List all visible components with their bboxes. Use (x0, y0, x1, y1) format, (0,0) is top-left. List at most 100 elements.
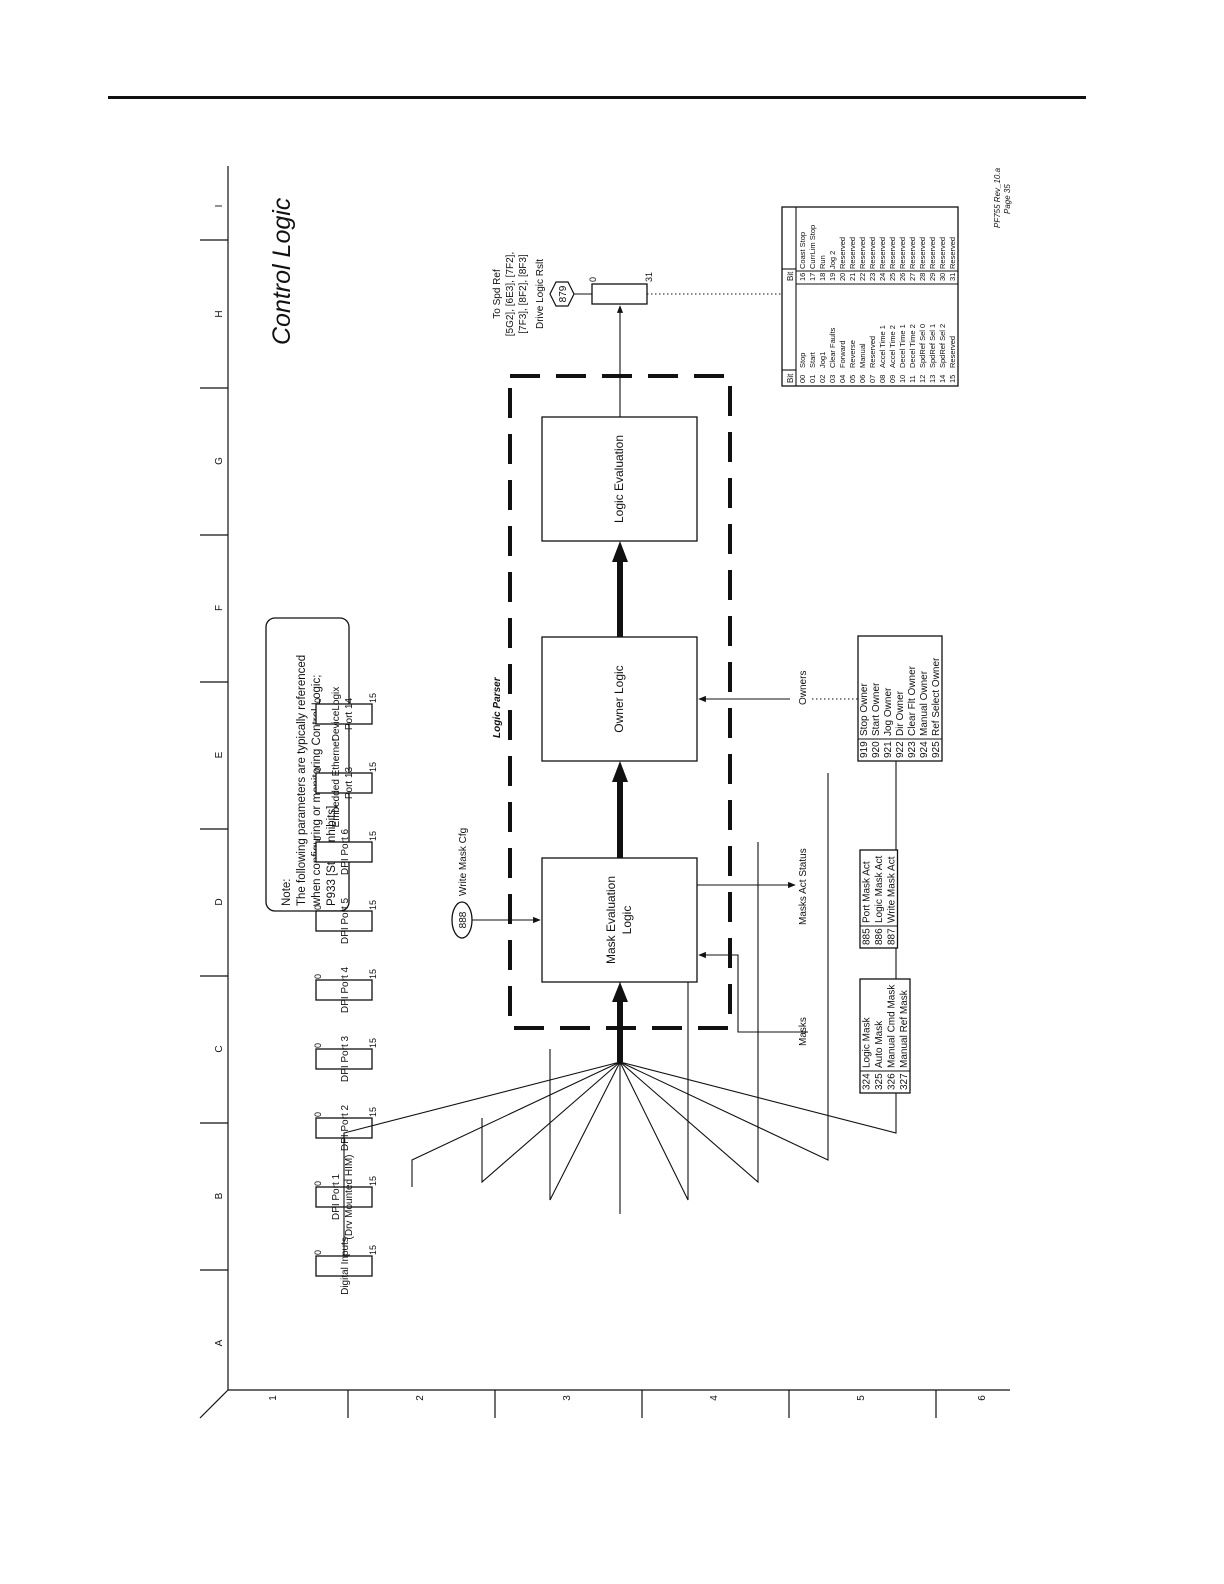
bit-row-num: 00 (798, 375, 807, 383)
owner-logic-block: Owner Logic (541, 636, 698, 762)
bit-row-num: 07 (868, 375, 877, 383)
masks_act_status-param-num: 887 (887, 928, 898, 945)
bit-row-num: 20 (838, 273, 847, 281)
mask-evaluation-block: Mask Evaluation Logic (541, 857, 698, 983)
input-label-line-1: (Drv Mounted HIM) (344, 1154, 355, 1239)
bit-row-num: 26 (898, 273, 907, 281)
owners-param-name: Dir Owner (895, 690, 906, 736)
bit-row-num: 25 (888, 273, 897, 281)
input-bit-high: 15 (368, 1245, 378, 1255)
owners-param-name: Clear Flt Owner (907, 665, 918, 736)
grid-number-6: 6 (977, 1395, 988, 1401)
owners-param-name: Jog Owner (883, 687, 894, 736)
bit-row-num: 28 (918, 273, 927, 281)
bit-row-num: 03 (828, 375, 837, 383)
bit-row-name: Reserved (878, 237, 887, 269)
bit-row-name: SpdRef Sel 2 (938, 324, 947, 368)
masks-connector: Masks (698, 951, 809, 1046)
bit-row-name: Reserved (938, 237, 947, 269)
logic-evaluation-label: Logic Evaluation (612, 435, 626, 523)
bit-row-name: Reserved (888, 237, 897, 269)
bit-row-num: 22 (858, 273, 867, 281)
input-label-line-1: Port 13 (344, 766, 355, 799)
bit-row-name: Reserved (948, 237, 957, 269)
bit-row-num: 11 (908, 375, 917, 383)
grid-number-2: 2 (415, 1395, 426, 1401)
bit-row-num: 17 (808, 273, 817, 281)
input-label-line-0: DPI Port 5 (340, 898, 351, 945)
grid-letter-f: F (214, 605, 225, 611)
input-bit-low: 0 (313, 905, 323, 910)
masks-act-status-label: Masks Act Status (798, 848, 809, 925)
page-top-rule (108, 96, 1086, 99)
mask-evaluation-line-1: Mask Evaluation (604, 876, 618, 964)
bit-row-num: 12 (918, 375, 927, 383)
bit-row-num: 14 (938, 375, 947, 383)
footer-page: Page 35 (1003, 184, 1012, 214)
bit-row-num: 09 (888, 375, 897, 383)
bit-row-name: Jog1 (818, 352, 827, 368)
bit-row-name: Reserved (858, 237, 867, 269)
output-to-line-0: To Spd Ref (492, 269, 503, 319)
bit-row-num: 18 (818, 273, 827, 281)
bit-row-name: Reserved (908, 237, 917, 269)
bit-row-name: Accel Time 1 (878, 325, 887, 368)
output-to-line-2: [7F3], [8F2], [8F3] (518, 254, 529, 334)
input-label-line-1: Port 14 (344, 697, 355, 730)
masks-param-num: 326 (887, 1073, 898, 1090)
owners-param-num: 919 (859, 741, 870, 758)
output-bit-low: 0 (588, 277, 598, 282)
masks-label: Masks (798, 1017, 809, 1046)
bit-row-name: Reserved (918, 237, 927, 269)
owner-logic-label: Owner Logic (612, 665, 626, 732)
write-mask-label: Write Mask Cfg (458, 828, 469, 896)
masks_act_status-param-num: 886 (874, 928, 885, 945)
input-bit-high: 15 (368, 831, 378, 841)
grid-letter-h: H (214, 310, 225, 317)
bit-row-num: 01 (808, 375, 817, 383)
mask-evaluation-line-2: Logic (620, 906, 634, 935)
footer-ref: PF755 Rev_10.a (993, 167, 1002, 228)
grid-letter-b: B (214, 1192, 225, 1199)
input-bit-low: 0 (313, 767, 323, 772)
grid-letter-a: A (214, 1339, 225, 1346)
input-label-line-0: DeviceLogix (331, 687, 342, 741)
owners-param-name: Start Owner (871, 682, 882, 736)
grid-letter-g: G (214, 457, 225, 465)
bit-row-num: 23 (868, 273, 877, 281)
input-bit-low: 0 (313, 836, 323, 841)
input-bit-high: 15 (368, 969, 378, 979)
masks-param-name: Manual Ref Mask (899, 989, 910, 1068)
grid-number-5: 5 (856, 1395, 867, 1401)
owners-param-name: Manual Owner (919, 670, 930, 736)
input-label-line-0: DPI Port 4 (340, 967, 351, 1014)
owners-param-name: Ref Select Owner (931, 657, 942, 736)
bit-row-name: Reserved (848, 237, 857, 269)
bit-row-num: 06 (858, 375, 867, 383)
input-bit-high: 15 (368, 693, 378, 703)
bit-table-header-low: Bit (786, 373, 795, 383)
diagram-title: Control Logic (268, 197, 296, 345)
grid-number-1: 1 (268, 1395, 279, 1401)
masks-act-status-connector: Masks Act Status (697, 848, 809, 925)
bit-row-name: Decel Time 1 (898, 324, 907, 368)
bit-row-num: 02 (818, 375, 827, 383)
bit-row-num: 31 (948, 273, 957, 281)
masks-param-num: 325 (874, 1073, 885, 1090)
bit-row-name: Reserved (898, 237, 907, 269)
output-name: Drive Logic Rslt (535, 259, 546, 329)
bit-row-name: Run (818, 255, 827, 269)
input-bit-low: 0 (313, 698, 323, 703)
